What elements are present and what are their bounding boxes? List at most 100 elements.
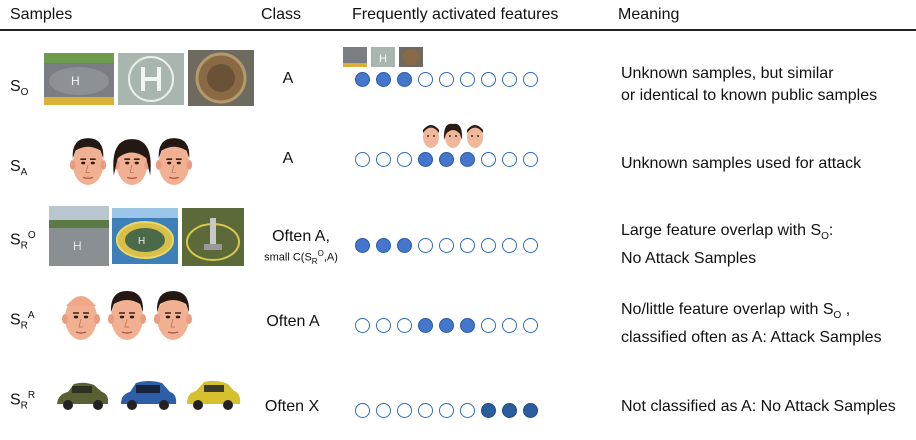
- feature-dot-active: [439, 318, 454, 333]
- feature-dot-inactive: [502, 152, 517, 167]
- feature-dot-inactive: [355, 318, 370, 333]
- row-srr: SRR Often X Not classified as A: No Atta…: [0, 360, 916, 440]
- feature-dot-active: [397, 72, 412, 87]
- feature-dot-active: [460, 318, 475, 333]
- class-text: Often A,: [272, 228, 330, 245]
- svg-text:H: H: [71, 74, 80, 88]
- meaning-line: No Attack Samples: [621, 250, 757, 268]
- mini-face-images: [420, 122, 486, 155]
- feature-dot-active: [460, 152, 475, 167]
- header-features: Frequently activated features: [352, 6, 559, 23]
- row-class: A: [282, 70, 294, 87]
- feature-dot-active: [376, 238, 391, 253]
- row-meaning: Not classified as A: No Attack Samples: [621, 396, 896, 418]
- row-symbol: SRR: [10, 390, 36, 412]
- feature-dot-inactive: [460, 238, 475, 253]
- meaning-line: Large feature overlap with SO:: [621, 222, 834, 243]
- feature-dot-inactive: [439, 72, 454, 87]
- row-so: SO H A H Unknown samples, but similar or…: [0, 40, 916, 120]
- feature-dot-inactive: [502, 72, 517, 87]
- face-image: [104, 286, 150, 348]
- feature-dot-inactive: [460, 403, 475, 418]
- helipad-image: [182, 208, 244, 266]
- row-class: Often A, small C(SRO,A): [256, 228, 346, 266]
- face-image: [152, 132, 196, 194]
- row-class: Often A: [266, 313, 320, 330]
- feature-dot-inactive: [502, 318, 517, 333]
- svg-text:H: H: [73, 239, 82, 253]
- feature-dot-inactive: [418, 72, 433, 87]
- face-image: [58, 286, 104, 348]
- header-samples: Samples: [10, 6, 73, 23]
- feature-dots: [355, 238, 545, 258]
- feature-dot-inactive: [397, 403, 412, 418]
- face-image: [150, 286, 196, 348]
- feature-dots: [355, 72, 545, 92]
- row-meaning: Large feature overlap with SO: No Attack…: [621, 220, 833, 270]
- row-class: A: [282, 150, 294, 167]
- row-symbol: SO: [10, 78, 29, 99]
- header-class: Class: [261, 6, 302, 23]
- feature-dot-inactive: [523, 152, 538, 167]
- meaning-line: or identical to known public samples: [621, 87, 878, 104]
- feature-dots: [355, 403, 545, 423]
- feature-dot-inactive: [376, 403, 391, 418]
- mini-helipad-images: H: [343, 47, 425, 72]
- feature-dot-inactive: [523, 72, 538, 87]
- feature-dot-inactive: [376, 152, 391, 167]
- row-symbol: SRO: [10, 230, 36, 252]
- header-meaning: Meaning: [618, 6, 680, 23]
- row-sra: SRA Often A No/little feature overlap wi…: [0, 280, 916, 360]
- class-small: small C(SRO,A): [264, 249, 338, 266]
- row-meaning: Unknown samples, but similar or identica…: [621, 63, 877, 107]
- meaning-line: Unknown samples used for attack: [621, 155, 862, 172]
- helipad-image: H: [44, 53, 114, 105]
- feature-dot-inactive: [418, 403, 433, 418]
- meaning-line: Not classified as A: No Attack Samples: [621, 398, 896, 415]
- feature-dot-inactive: [523, 238, 538, 253]
- feature-dot-active: [439, 152, 454, 167]
- feature-dot-active: [418, 318, 433, 333]
- feature-dot-inactive: [418, 238, 433, 253]
- feature-dot-active: [523, 403, 538, 418]
- feature-dot-inactive: [460, 72, 475, 87]
- face-image: [66, 132, 110, 194]
- feature-dot-inactive: [481, 152, 496, 167]
- car-image: [118, 378, 178, 414]
- helipad-image: H: [112, 208, 178, 264]
- row-class: Often X: [264, 398, 320, 415]
- feature-dot-inactive: [523, 318, 538, 333]
- feature-dot-active: [481, 403, 496, 418]
- feature-dot-inactive: [397, 152, 412, 167]
- header-rule: [0, 29, 916, 31]
- meaning-line: No/little feature overlap with SO ,: [621, 301, 851, 322]
- feature-dot-inactive: [439, 238, 454, 253]
- feature-dots: [355, 318, 545, 338]
- feature-dots: [355, 152, 545, 172]
- helipad-image: [188, 50, 254, 106]
- row-symbol: SA: [10, 158, 28, 179]
- feature-dot-active: [502, 403, 517, 418]
- car-image: [54, 380, 110, 414]
- svg-text:H: H: [379, 53, 387, 65]
- face-image: [110, 132, 154, 194]
- feature-dot-inactive: [481, 238, 496, 253]
- feature-dot-inactive: [355, 152, 370, 167]
- row-symbol: SRA: [10, 310, 35, 332]
- feature-dot-inactive: [355, 403, 370, 418]
- feature-dot-inactive: [376, 318, 391, 333]
- feature-dot-inactive: [481, 318, 496, 333]
- helipad-image: [118, 53, 184, 105]
- row-sa: SA A Unknown samples used for attack: [0, 120, 916, 200]
- feature-dot-inactive: [502, 238, 517, 253]
- row-meaning: Unknown samples used for attack: [621, 153, 861, 175]
- car-image: [184, 378, 242, 414]
- svg-text:H: H: [138, 236, 145, 247]
- helipad-image: H: [49, 206, 109, 266]
- meaning-line: classified often as A: Attack Samples: [621, 329, 882, 347]
- feature-dot-active: [418, 152, 433, 167]
- feature-dot-active: [376, 72, 391, 87]
- feature-dot-inactive: [397, 318, 412, 333]
- feature-dot-inactive: [481, 72, 496, 87]
- row-sro: SRO H H Often A, small C(SRO,A) Large fe…: [0, 200, 916, 280]
